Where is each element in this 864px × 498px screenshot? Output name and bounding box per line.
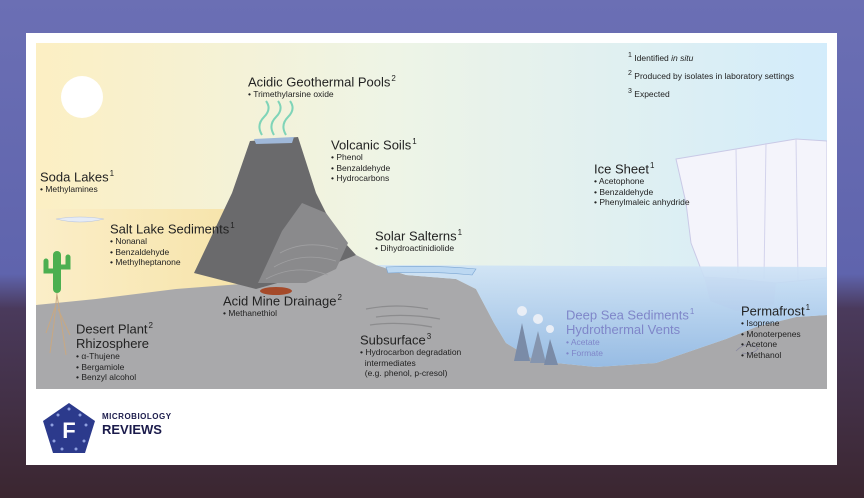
ground: [36, 255, 827, 389]
figure-card: 1 Identified in situ 2 Produced by isola…: [26, 33, 837, 465]
logo-line1: MICROBIOLOGY: [102, 412, 172, 421]
label-subsurface: Subsurface3 • Hydrocarbon degradation in…: [360, 332, 462, 379]
label-acid-mine-drainage: Acid Mine Drainage2 • Methanethiol: [223, 293, 342, 319]
label-solar-salterns: Solar Salterns1 • Dihydroactinidiolide: [375, 228, 463, 254]
label-volcanic-soils: Volcanic Soils1 • Phenol • Benzaldehyde …: [331, 137, 417, 184]
hydrothermal-vents: [514, 306, 558, 365]
ocean: [376, 265, 827, 367]
footnote-1: 1 Identified in situ: [628, 52, 694, 63]
footnotes-legend: 1 Identified in situ 2 Produced by isola…: [628, 48, 794, 101]
logo-emblem-icon: F: [43, 403, 95, 453]
label-deep-sea-sediments: Deep Sea Sediments1 Hydrothermal Vents •…: [566, 307, 695, 358]
logo-letter: F: [62, 418, 75, 443]
volcano-illustration: [194, 100, 356, 289]
sun-icon: [61, 76, 103, 118]
subsurface-layers: [365, 305, 441, 328]
logo-line2: REVIEWS: [102, 422, 162, 437]
footnote-2: 2 Produced by isolates in laboratory set…: [628, 69, 794, 81]
footnote-3: 3 Expected: [628, 87, 670, 99]
label-permafrost: Permafrost1 • Isoprene • Monoterpenes • …: [741, 303, 811, 360]
label-ice-sheet: Ice Sheet1 • Acetophone • Benzaldehyde •…: [594, 161, 690, 208]
roots: [45, 292, 71, 356]
salt-lake-sediments-area: [36, 209, 254, 305]
environment-illustration: [36, 43, 827, 389]
label-desert-plant-rhizosphere: Desert Plant2 Rhizosphere • α-Thujene • …: [76, 321, 153, 383]
label-acidic-geothermal-pools: Acidic Geothermal Pools2 • Trimethylarsi…: [248, 74, 396, 100]
label-soda-lakes: Soda Lakes1 • Methylamines: [40, 169, 115, 195]
label-salt-lake-sediments: Salt Lake Sediments1 • Nonanal • Benzald…: [110, 221, 235, 268]
cactus-icon: [43, 251, 71, 293]
acid-mine-pool: [260, 287, 292, 295]
fems-microbiology-reviews-logo: F MICROBIOLOGY REVIEWS: [40, 401, 190, 455]
